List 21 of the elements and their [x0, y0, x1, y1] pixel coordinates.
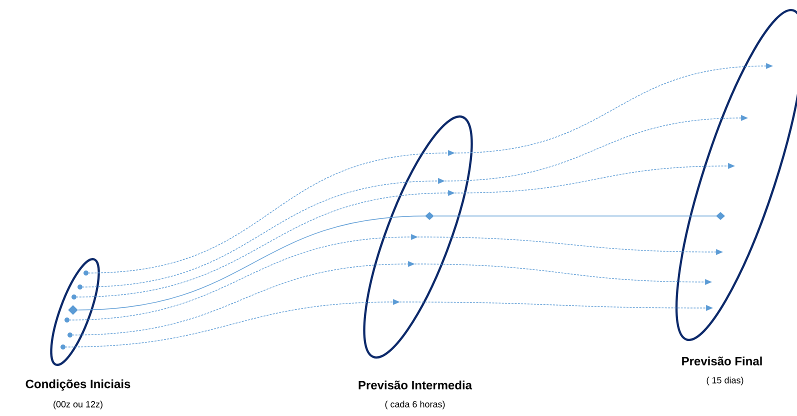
- trajectory-arrow: [444, 115, 748, 182]
- trajectory-arrow: [414, 264, 712, 285]
- heading: Condições Iniciais: [26, 379, 130, 391]
- trajectory-arrow: [76, 190, 455, 298]
- diamond-marker: [68, 305, 78, 315]
- subtitle: ( 15 dias): [706, 376, 744, 386]
- trajectory-arrow: [82, 178, 445, 288]
- trajectory-arrow: [78, 212, 434, 310]
- trajectory-arrow: [418, 236, 723, 255]
- trajectory-arrow: [454, 163, 735, 194]
- trajectory-arrow: [88, 150, 455, 274]
- trajectory-arrow: [72, 261, 415, 336]
- trajectory-arrow: [69, 234, 418, 320]
- subtitle: ( cada 6 horas): [385, 400, 445, 410]
- heading: Previsão Intermedia: [358, 380, 472, 390]
- heading: Previsão Final: [682, 356, 762, 366]
- subtitle: (00z ou 12z): [54, 400, 102, 410]
- trajectory-arrow: [65, 299, 400, 348]
- trajectory-arrow: [454, 63, 773, 154]
- trajectory-arrow: [400, 302, 713, 311]
- trajectory-arrow: [434, 212, 725, 220]
